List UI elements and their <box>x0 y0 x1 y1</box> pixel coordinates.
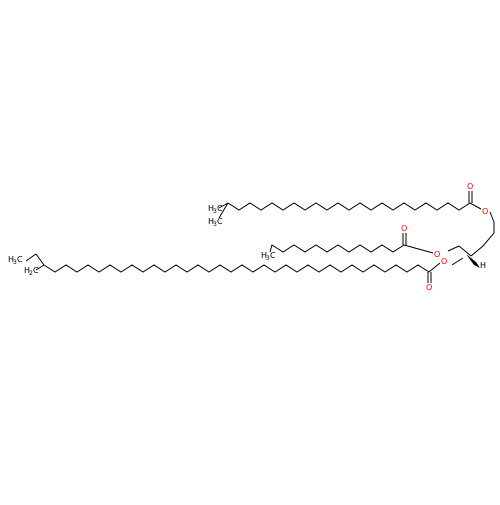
svg-text:C: C <box>17 255 23 264</box>
svg-text:H: H <box>8 255 14 264</box>
label-h3c-bottom-ethyl: H 3 C <box>8 255 23 266</box>
svg-text:C: C <box>270 251 276 260</box>
atom-h-stereo: H <box>480 261 486 270</box>
bottom-branch-methyl <box>35 264 45 271</box>
top-branch-methyl-up <box>218 202 229 209</box>
svg-text:H: H <box>261 251 267 260</box>
atom-o-bottom-carbonyl: O <box>426 283 432 292</box>
svg-text:2: 2 <box>29 270 33 277</box>
svg-text:3: 3 <box>213 221 217 228</box>
top-acyl-backbone <box>227 202 471 211</box>
label-h3c-top-upper: H 3 C <box>208 204 223 215</box>
bonds-glycerol <box>447 222 495 266</box>
atom-o-top-ester: O <box>482 207 488 216</box>
glycerol-c2-o <box>451 257 464 266</box>
label-h3c-top-lower: H 3 C <box>208 217 223 228</box>
middle-o-carbonyl <box>403 244 434 254</box>
svg-text:3: 3 <box>266 255 270 262</box>
middle-carbonyl-double-bond <box>402 233 407 245</box>
bonds-top-chain <box>218 202 495 223</box>
bottom-branch-ethyl <box>25 253 37 262</box>
bonds-middle-chain <box>269 244 434 254</box>
bottom-branch-up <box>35 253 45 266</box>
svg-text:3: 3 <box>13 259 17 266</box>
svg-text:C: C <box>217 204 223 213</box>
svg-text:H: H <box>208 217 214 226</box>
svg-text:H: H <box>208 204 214 213</box>
label-h3c-middle: H 3 C <box>261 251 276 262</box>
svg-text:C: C <box>217 217 223 226</box>
bottom-o-carbonyl <box>428 262 441 273</box>
glycerol-c2-c1 <box>458 245 472 257</box>
bottom-acyl-backbone <box>43 264 430 273</box>
top-ester-o-ch2 <box>489 211 495 223</box>
atom-o-middle-ester: O <box>434 250 440 259</box>
label-ch2-bottom: H 2 C <box>24 266 39 277</box>
atom-o-top-carbonyl: O <box>467 182 473 191</box>
bonds-bottom-chain <box>25 253 441 273</box>
top-branch-methyl-down <box>218 202 229 219</box>
top-carbonyl-double-bond <box>468 191 473 203</box>
glycerol-c1-o <box>447 245 460 252</box>
middle-acyl-backbone <box>269 244 405 253</box>
top-carbonyl-ester-o <box>469 202 482 210</box>
stereo-wedge-bond <box>466 254 480 268</box>
svg-text:C: C <box>33 266 39 275</box>
svg-text:3: 3 <box>213 208 217 215</box>
svg-text:H: H <box>24 266 30 275</box>
atom-o-bottom-ester: O <box>441 257 447 266</box>
bottom-carbonyl-double-bond <box>427 272 432 283</box>
atom-o-middle-carbonyl: O <box>401 224 407 233</box>
glycerol-ch2-top <box>470 222 495 257</box>
